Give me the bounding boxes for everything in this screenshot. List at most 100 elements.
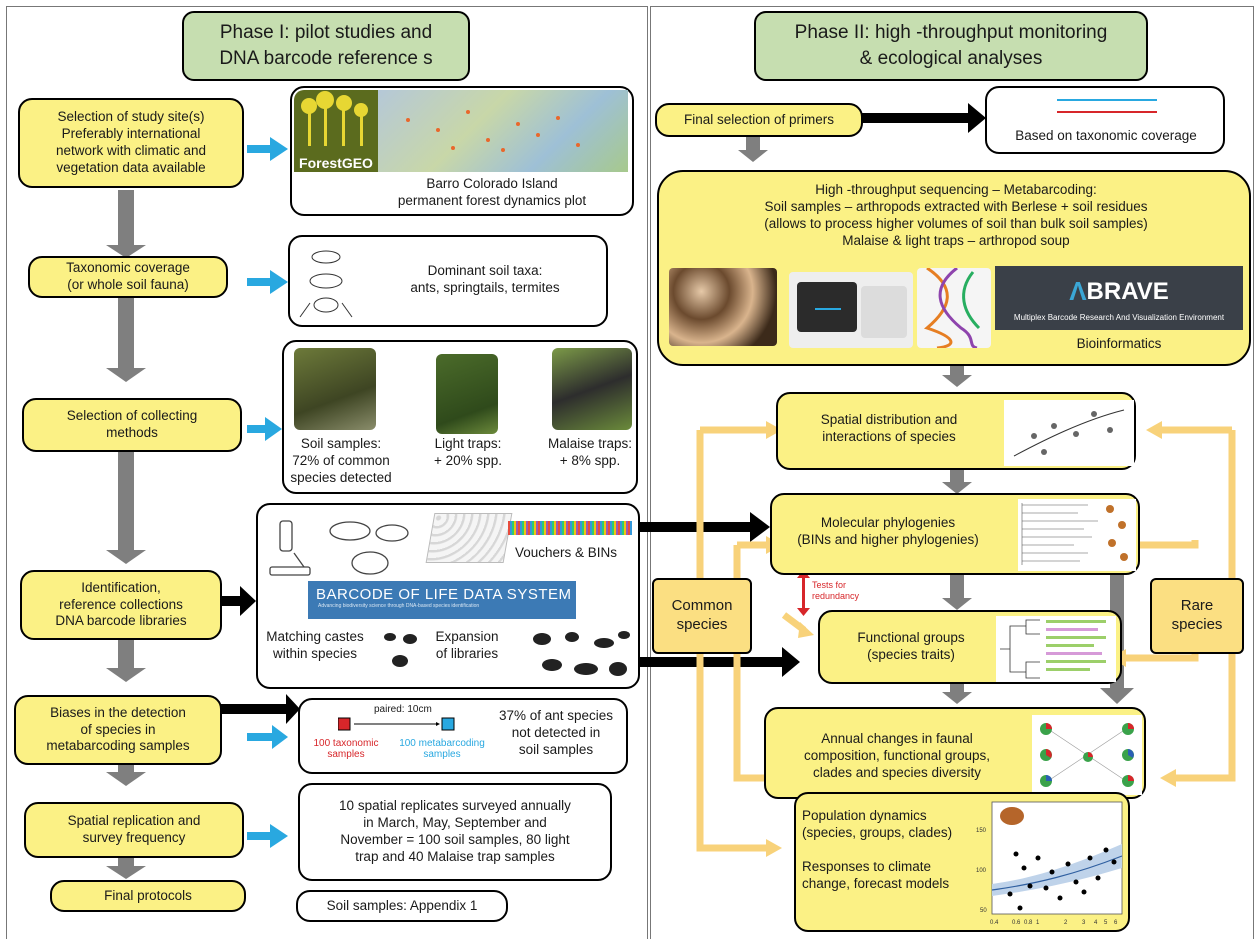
soil-photo [294, 348, 376, 430]
taxa-detail-box: Dominant soil taxa: ants, springtails, t… [288, 235, 608, 327]
red-double-arrow [797, 570, 810, 616]
step-final-protocols: Final protocols [50, 880, 246, 912]
bold-subtitle: Advancing biodiversity science through D… [318, 603, 480, 609]
x-tick-label: 6 [1114, 920, 1118, 926]
insect-silhouettes [533, 631, 630, 676]
malaise-photo [552, 348, 632, 430]
x-tick-label: 2 [1064, 920, 1068, 926]
analysis-phylogenies: Molecular phylogenies (BINs and higher p… [770, 493, 1140, 575]
primers-box: Final selection of primers [655, 103, 863, 137]
plate-image [425, 513, 513, 563]
analysis-population: Population dynamics (species, groups, cl… [794, 792, 1130, 932]
phase1-title-box: Phase I: pilot studies and DNA barcode r… [182, 11, 470, 81]
insect-drawings [299, 250, 353, 318]
common-species-box: Common species [652, 578, 752, 654]
analysis-annual: Annual changes in faunal composition, fu… [764, 707, 1146, 799]
microscope-and-specimens [269, 520, 409, 576]
analysis-functional: Functional groups (species traits) [818, 610, 1122, 684]
x-tick-label: 4 [1094, 920, 1098, 926]
world-map-image [378, 90, 628, 172]
step-label: Taxonomic coverage (or whole soil fauna) [66, 260, 190, 292]
mbrave-m-icon: Λ [1069, 276, 1087, 306]
method-malaise-label: Malaise traps: + 8% spp. [547, 436, 633, 468]
functional-tree [996, 616, 1116, 682]
analysis-label: Population dynamics (species, groups, cl… [802, 808, 953, 891]
step-label: Biases in the detection of species in me… [46, 704, 190, 754]
y-tick-label: 50 [980, 908, 987, 914]
blue-arrows [247, 137, 288, 848]
castes-label: Matching castes within species [266, 629, 364, 661]
mbrave-logo-text: BRAVE [1086, 277, 1169, 305]
population-scatter: 150 100 50 0.4 0.6 0.8 1 2 3 4 5 6 [976, 801, 1123, 926]
x-tick-label: 0.8 [1024, 920, 1033, 926]
taxa-text: Dominant soil taxa: ants, springtails, t… [410, 263, 560, 295]
grey-arrows-left [106, 190, 146, 879]
analysis-spatial: Spatial distribution and interactions of… [776, 392, 1136, 470]
mbrave-subtitle: Multiplex Barcode Research And Visualiza… [1013, 313, 1225, 322]
step-biases: Biases in the detection of species in me… [14, 695, 222, 765]
forestgeo-logo: ForestGEO GLOBAL EARTH OBSERVATORY NETWO… [294, 90, 378, 176]
phylogeny-tree [1018, 499, 1136, 571]
y-tick-label: 100 [976, 868, 987, 874]
step-label: Identification, reference collections DN… [55, 579, 187, 629]
sequencing-box: High -throughput sequencing – Metabarcod… [657, 170, 1251, 366]
forestgeo-logo-text: ForestGEO [299, 155, 373, 171]
biases-detail-box: paired: 10cm 100 taxonomic samples 100 m… [298, 698, 628, 774]
site-detail-box: ForestGEO GLOBAL EARTH OBSERVATORY NETWO… [290, 86, 634, 216]
protocols-detail-box: Soil samples: Appendix 1 [296, 890, 508, 922]
bold-title: BARCODE OF LIFE DATA SYSTEM [316, 586, 572, 603]
sequencer-photo [789, 272, 913, 348]
step-label: Spatial replication and survey frequency [67, 813, 201, 845]
phase2-title-box: Phase II: high -throughput monitoring & … [754, 11, 1148, 81]
x-tick-label: 3 [1082, 920, 1086, 926]
phase1-title: Phase I: pilot studies and DNA barcode r… [219, 22, 433, 69]
x-tick-label: 1 [1036, 920, 1040, 926]
dna-image [917, 266, 991, 350]
expansion-label: Expansion of libraries [435, 629, 499, 661]
analysis-label: Molecular phylogenies (BINs and higher p… [797, 515, 979, 547]
primers-label: Final selection of primers [683, 111, 835, 127]
trees-icon [301, 91, 368, 146]
x-tick-label: 5 [1104, 920, 1108, 926]
ant-castes-drawing [384, 633, 417, 667]
x-tick-label: 0.4 [990, 920, 999, 926]
barcode-strip [508, 521, 632, 535]
step-spatial-replication: Spatial replication and survey frequency [24, 802, 244, 858]
x-tick-label: 0.6 [1012, 920, 1021, 926]
forestgeo-logo-subtext: GLOBAL EARTH OBSERVATORY NETWORK [294, 171, 378, 176]
pie-map-diagram [1032, 715, 1142, 795]
protocols-text: Soil samples: Appendix 1 [326, 897, 478, 913]
light-trap-photo [436, 354, 498, 434]
analysis-label: Annual changes in faunal composition, fu… [803, 731, 991, 780]
vouchers-label: Vouchers & BINs [514, 545, 618, 560]
rare-species-label: Rare species [1171, 597, 1223, 633]
paired-distance-arrow [338, 717, 455, 731]
mbrave-banner: Λ BRAVE Multiplex Barcode Research And V… [995, 266, 1243, 330]
primers-detail-text: Based on taxonomic coverage [1015, 128, 1197, 143]
replication-detail-box: 10 spatial replicates surveyed annually … [298, 783, 612, 881]
bold-banner: BARCODE OF LIFE DATA SYSTEM Advancing bi… [308, 581, 576, 619]
step-study-site: Selection of study site(s) Preferably in… [18, 98, 244, 188]
y-tick-label: 150 [976, 828, 987, 834]
rare-species-box: Rare species [1150, 578, 1244, 654]
step-taxonomic-coverage: Taxonomic coverage (or whole soil fauna) [28, 256, 228, 298]
common-species-label: Common species [671, 597, 733, 633]
metabarcoding-samples-label: 100 metabarcoding samples [399, 738, 485, 760]
site-caption: Barro Colorado Island permanent forest d… [397, 176, 587, 208]
replication-text: 10 spatial replicates surveyed annually … [339, 798, 571, 864]
step-collecting-methods: Selection of collecting methods [22, 398, 242, 452]
identification-detail-box: Vouchers & BINs BARCODE OF LIFE DATA SYS… [256, 503, 640, 689]
step-label: Selection of collecting methods [66, 408, 198, 440]
methods-detail-box: Soil samples: 72% of common species dete… [282, 340, 638, 494]
larvae-photo [669, 268, 777, 346]
step-label: Selection of study site(s) Preferably in… [55, 109, 207, 175]
left-panel-border [6, 6, 648, 939]
method-soil-label: Soil samples: 72% of common species dete… [290, 436, 392, 485]
insect-inset-icon [1000, 807, 1024, 825]
phase2-title: Phase II: high -throughput monitoring & … [794, 22, 1108, 69]
analysis-label: Functional groups (species traits) [857, 630, 965, 662]
paired-label: paired: 10cm [374, 704, 432, 715]
step-identification: Identification, reference collections DN… [20, 570, 222, 640]
taxonomic-samples-label: 100 taxonomic samples [313, 738, 379, 760]
right-panel-border [650, 6, 1254, 939]
